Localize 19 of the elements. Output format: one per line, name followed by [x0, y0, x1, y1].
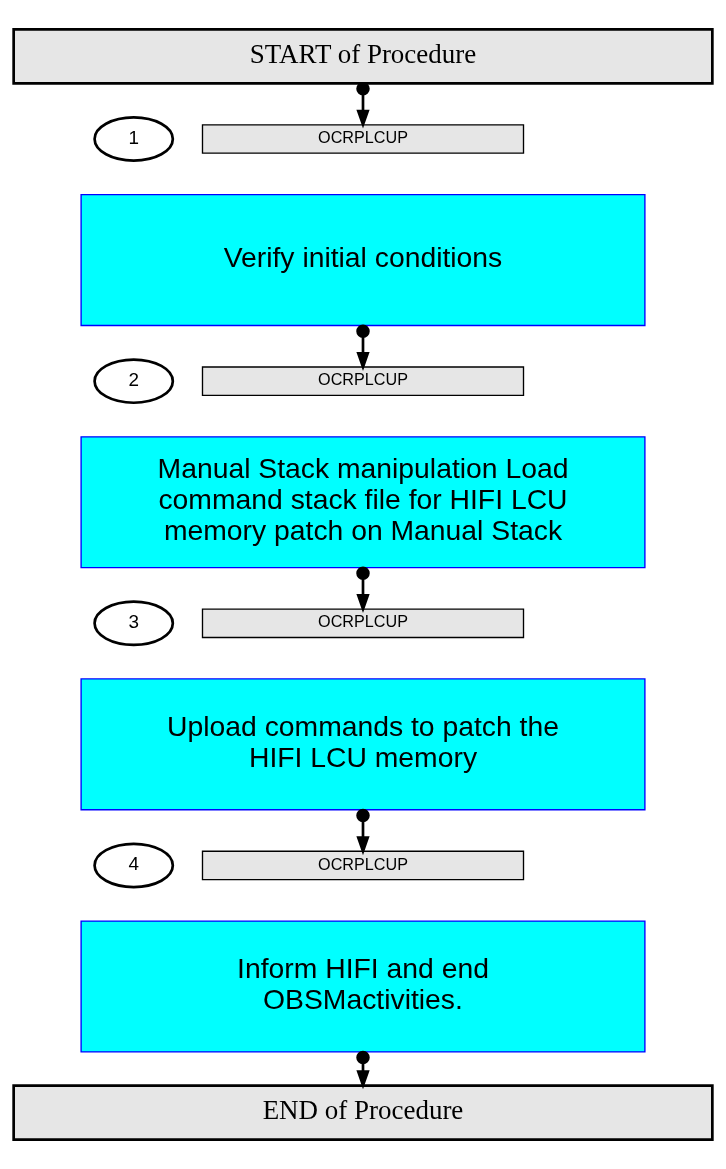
arrow	[356, 566, 370, 614]
node-box: Verify initial conditions	[80, 194, 646, 327]
arrow	[356, 808, 370, 856]
node-box: OCRPLCUP	[201, 850, 525, 881]
node-box: Upload commands to patch the HIFI LCU memory	[80, 678, 646, 811]
node-ellipse: 3	[93, 600, 175, 647]
node-box: OCRPLCUP	[201, 608, 525, 639]
node-box: OCRPLCUP	[201, 124, 525, 154]
node-box: OCRPLCUP	[201, 366, 525, 396]
arrow	[356, 324, 370, 371]
node-box: Manual Stack manipulation Load command stack file for HIFI LCU memory patch on Manual Stack	[80, 436, 646, 569]
node-ellipse: 4	[93, 842, 175, 889]
arrow	[356, 82, 370, 129]
node-box: END of Procedure	[12, 1084, 714, 1141]
node-box: Inform HIFI and end OBSMactivities.	[80, 920, 646, 1053]
node-ellipse: 1	[93, 116, 175, 162]
node-box: START of Procedure	[12, 28, 714, 85]
arrow	[356, 1050, 370, 1090]
node-ellipse: 2	[93, 358, 175, 405]
